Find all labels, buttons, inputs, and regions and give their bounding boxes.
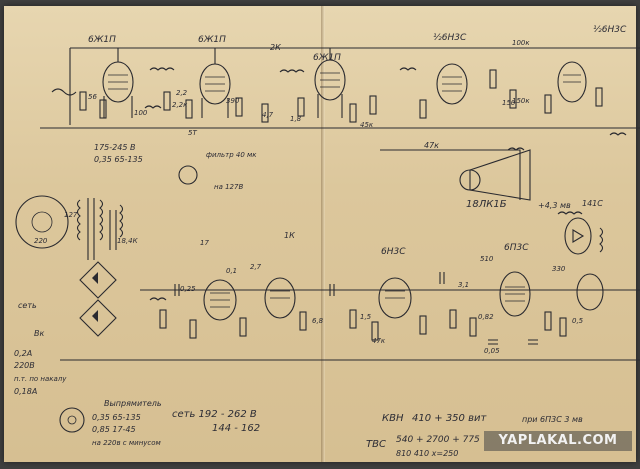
hv-line — [380, 149, 521, 200]
tube-v7-label: 6П3С — [504, 243, 529, 253]
value-6-8: 6,8 — [312, 317, 324, 325]
fuse-note: п.т. по накалу — [14, 375, 67, 383]
tube-v1-label: 6Ж1П — [88, 35, 116, 45]
resistor-2-2k: 2,2к — [172, 101, 188, 109]
switch-set-label: сеть — [18, 301, 37, 310]
switch-vk-label: Вк — [34, 329, 45, 338]
resistor-4-7: 4,7 — [262, 111, 274, 119]
bottom-note-3: на 220в с минусом — [92, 439, 161, 447]
paper-fold — [321, 6, 325, 462]
value-0-05: 0,05 — [484, 347, 500, 355]
tube-v6-a — [203, 279, 237, 321]
voltage-220: 220 — [34, 237, 48, 245]
tube-v3-label: 6Ж1П — [313, 53, 341, 63]
hv-label: +4,3 мв — [538, 201, 571, 210]
resistor-100k: 100к — [512, 39, 530, 47]
tube-v7 — [499, 271, 531, 317]
input-coil — [51, 88, 77, 96]
fuse-label-3: 0,18А — [14, 387, 38, 396]
resistor-330: 330 — [552, 265, 566, 273]
resistor-2k: 2К — [270, 43, 281, 52]
resistor-150k: 150к — [512, 97, 530, 105]
kvn-value-2: при 6П3С 3 мв — [522, 415, 583, 424]
resistor-56: 56 — [88, 93, 97, 101]
bottom-resistors — [159, 309, 567, 341]
tube-v1 — [102, 48, 134, 118]
kvn-label: КВН — [382, 413, 404, 424]
value-1-5: 1,5 — [360, 313, 372, 321]
resistor-1k: 1К — [284, 231, 295, 240]
crt-label: 18ЛК1Б — [466, 199, 507, 210]
value-17: 17 — [200, 239, 209, 247]
capacitor-025: 0,25 — [180, 285, 196, 293]
tube-v5 — [557, 61, 587, 103]
tube-v5-label: ½6Н3С — [593, 25, 627, 35]
tube-v6-b — [264, 277, 296, 319]
kvn-value: 410 + 350 вит — [412, 413, 487, 424]
lamp-symbol — [178, 165, 198, 185]
resistor-2-2: 2,2 — [176, 89, 188, 97]
resistor-150: 150 — [502, 99, 516, 107]
deflection-coil — [507, 147, 525, 151]
resistor-510: 510 — [480, 255, 494, 263]
tvs-value: 540 + 2700 + 775 — [396, 435, 480, 445]
tube-v2 — [199, 48, 231, 118]
voltage-127: 127 — [64, 211, 78, 219]
tube-v4 — [436, 63, 468, 105]
tube-v6-label: 6Н3С — [381, 247, 406, 257]
ranges-label-2: 0,35 65-135 — [94, 155, 143, 164]
tube-v2-label: 6Ж1П — [198, 35, 226, 45]
watermark: YAPLAKAL.COM — [484, 431, 632, 451]
voltage-127-note: на 127В — [214, 183, 244, 191]
set-ranges-2: 144 - 162 — [212, 423, 261, 434]
ranges-label-1: 175-245 В — [94, 143, 136, 152]
tube-1c — [564, 217, 592, 255]
tube-v6-c — [378, 277, 412, 319]
value-1-8: 1,8 — [290, 115, 302, 123]
resistor-100: 100 — [134, 109, 148, 117]
bottom-note-2: 0,85 17-45 — [92, 425, 136, 434]
fuse-label-2: 220В — [14, 361, 35, 370]
tube-v8 — [576, 273, 604, 311]
power-transformer — [15, 195, 124, 260]
value-2-7: 2,7 — [250, 263, 262, 271]
resistor-47k: 47к — [424, 141, 440, 150]
value-0-5: 0,5 — [572, 317, 584, 325]
filament-note: фильтр 40 мк — [206, 151, 257, 159]
resistor-390: 390 — [226, 97, 240, 105]
lamp-note: Выпрямитель — [104, 399, 162, 408]
value-18k: 18,4К — [117, 237, 138, 245]
fuse-label-1: 0,2А — [14, 349, 33, 358]
value-0-82: 0,82 — [478, 313, 494, 321]
fuse-socket — [59, 407, 85, 433]
hv-label-2: 141С — [582, 199, 603, 208]
bottom-capacitors — [174, 272, 538, 345]
tvs-label: ТВС — [366, 439, 386, 450]
bottom-coils — [149, 211, 604, 301]
bottom-note-1: 0,35 65-135 — [92, 413, 141, 422]
value-3-1: 3,1 — [458, 281, 470, 289]
set-ranges: сеть 192 - 262 В — [172, 409, 257, 420]
rectifier-bridge — [79, 261, 117, 337]
tube-v4-label: ½6Н3С — [433, 33, 467, 43]
resistor-45k: 45к — [360, 121, 374, 129]
top-resistors — [79, 69, 603, 123]
top-coils — [144, 67, 627, 136]
resistor-47k-2: 47к — [372, 337, 386, 345]
capacitor-0-1: 0,1 — [226, 267, 238, 275]
value-5t: 5Т — [188, 129, 197, 137]
tube-v3 — [314, 48, 346, 118]
crt-tube — [459, 149, 531, 201]
tvs-value-2: 810 410 х=250 — [396, 449, 459, 458]
